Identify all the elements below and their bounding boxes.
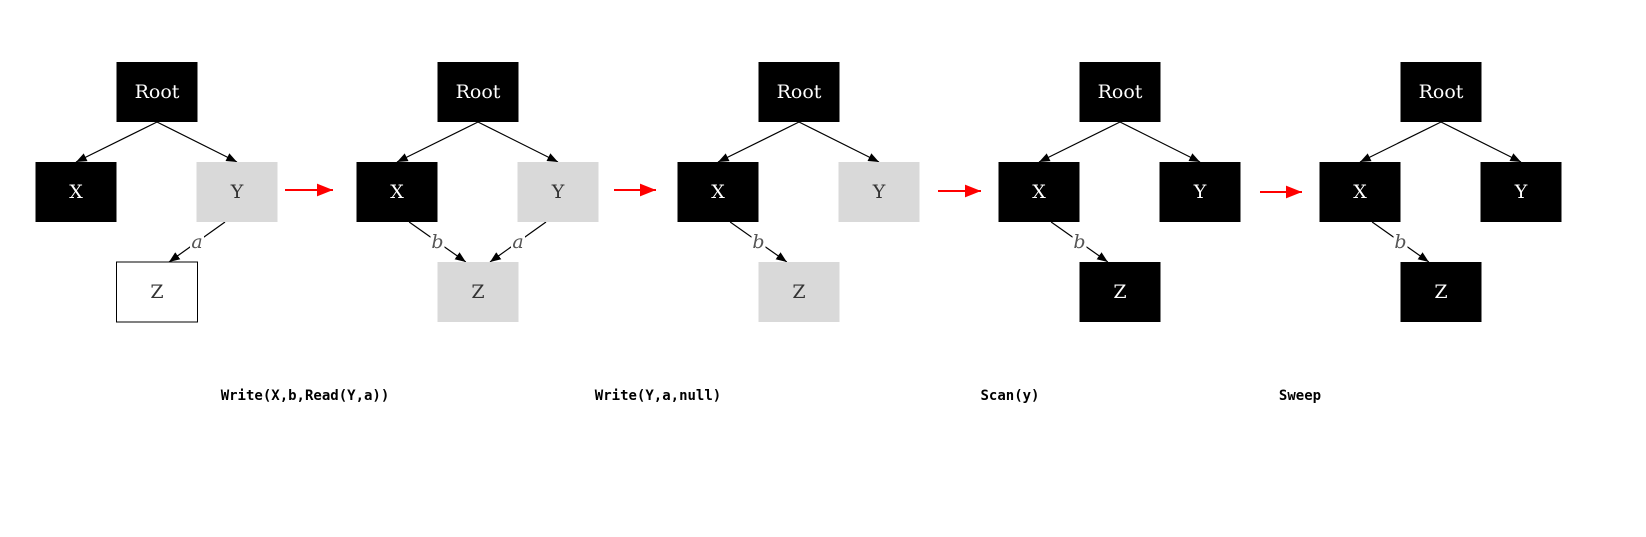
- node-box-root: [1079, 62, 1161, 122]
- node-label-y: Y: [1514, 181, 1528, 203]
- edge-label-a: a: [191, 231, 202, 253]
- step-caption-4: Sweep: [1279, 388, 1321, 404]
- node-box-root: [437, 62, 519, 122]
- node-label-x: X: [390, 181, 404, 203]
- node-label-x: X: [711, 181, 725, 203]
- node-box-root: [758, 62, 840, 122]
- edge-root-y: [1119, 121, 1201, 163]
- node-box-y: [838, 162, 920, 222]
- node-x: X: [1319, 162, 1401, 222]
- edge-label-bg: [430, 232, 445, 252]
- node-z: Z: [1079, 262, 1161, 322]
- node-box-x: [356, 162, 438, 222]
- node-y: Y: [517, 162, 599, 222]
- node-label-z: Z: [1434, 281, 1447, 303]
- node-box-root: [1400, 62, 1482, 122]
- edge-root-y: [477, 121, 559, 163]
- edge-label-b: b: [1073, 231, 1085, 253]
- node-z: Z: [758, 262, 840, 322]
- edge-root-y: [1440, 121, 1522, 163]
- node-root: Root: [437, 62, 519, 122]
- node-label-root: Root: [135, 81, 180, 103]
- node-label-root: Root: [456, 81, 501, 103]
- node-label-x: X: [1032, 181, 1046, 203]
- edge-label-bg: [1393, 232, 1408, 252]
- node-label-root: Root: [1098, 81, 1143, 103]
- node-z: Z: [116, 261, 198, 323]
- step-caption-3: Scan(y): [980, 388, 1039, 404]
- edge-root-y: [798, 121, 880, 163]
- edge-root-x: [717, 121, 800, 163]
- node-box-x: [998, 162, 1080, 222]
- node-box-y: [517, 162, 599, 222]
- edge-root-x: [1038, 121, 1121, 163]
- node-box-y: [196, 162, 278, 222]
- node-label-z: Z: [792, 281, 805, 303]
- edge-label-bg: [1072, 232, 1087, 252]
- step-caption-1: Write(X,b,Read(Y,a)): [221, 388, 390, 404]
- node-x: X: [356, 162, 438, 222]
- edge-root-x: [396, 121, 479, 163]
- node-box-y: [1159, 162, 1241, 222]
- node-y: Y: [1159, 162, 1241, 222]
- edge-label-b: b: [431, 231, 443, 253]
- edge-label-bg: [751, 232, 766, 252]
- edge-label-bg: [511, 232, 525, 252]
- node-label-y: Y: [1193, 181, 1207, 203]
- node-box-z: [758, 262, 840, 322]
- node-box-z: [437, 262, 519, 322]
- edge-label-b: b: [1394, 231, 1406, 253]
- node-x: X: [998, 162, 1080, 222]
- node-box-z: [1079, 262, 1161, 322]
- edge-label-bg: [190, 232, 204, 252]
- node-label-y: Y: [551, 181, 565, 203]
- node-box-x: [35, 162, 117, 222]
- captions-layer: Write(X,b,Read(Y,a)) Write(Y,a,null) Scan(…: [221, 388, 1321, 404]
- node-label-y: Y: [872, 181, 886, 203]
- node-label-root: Root: [1419, 81, 1464, 103]
- node-y: Y: [1480, 162, 1562, 222]
- node-box-z: [1400, 262, 1482, 322]
- node-x: X: [35, 162, 117, 222]
- node-root: Root: [758, 62, 840, 122]
- node-label-root: Root: [777, 81, 822, 103]
- node-z: Z: [1400, 262, 1482, 322]
- node-root: Root: [1400, 62, 1482, 122]
- node-root: Root: [1079, 62, 1161, 122]
- node-box-x: [1319, 162, 1401, 222]
- node-box-root: [116, 62, 198, 122]
- step-caption-2: Write(Y,a,null): [595, 388, 721, 404]
- edge-root-x: [1359, 121, 1442, 163]
- node-box-z: [116, 261, 198, 323]
- node-z: Z: [437, 262, 519, 322]
- node-label-z: Z: [1113, 281, 1126, 303]
- edge-label-a: a: [512, 231, 523, 253]
- node-label-x: X: [1353, 181, 1367, 203]
- transitions-layer: [285, 183, 1302, 199]
- node-label-z: Z: [471, 281, 484, 303]
- node-y: Y: [196, 162, 278, 222]
- node-label-x: X: [69, 181, 83, 203]
- node-root: Root: [116, 62, 198, 122]
- node-box-y: [1480, 162, 1562, 222]
- node-box-x: [677, 162, 759, 222]
- node-x: X: [677, 162, 759, 222]
- edge-root-y: [156, 121, 238, 163]
- node-label-y: Y: [230, 181, 244, 203]
- edge-root-x: [75, 121, 158, 163]
- node-y: Y: [838, 162, 920, 222]
- edge-label-b: b: [752, 231, 764, 253]
- node-label-z: Z: [150, 281, 163, 303]
